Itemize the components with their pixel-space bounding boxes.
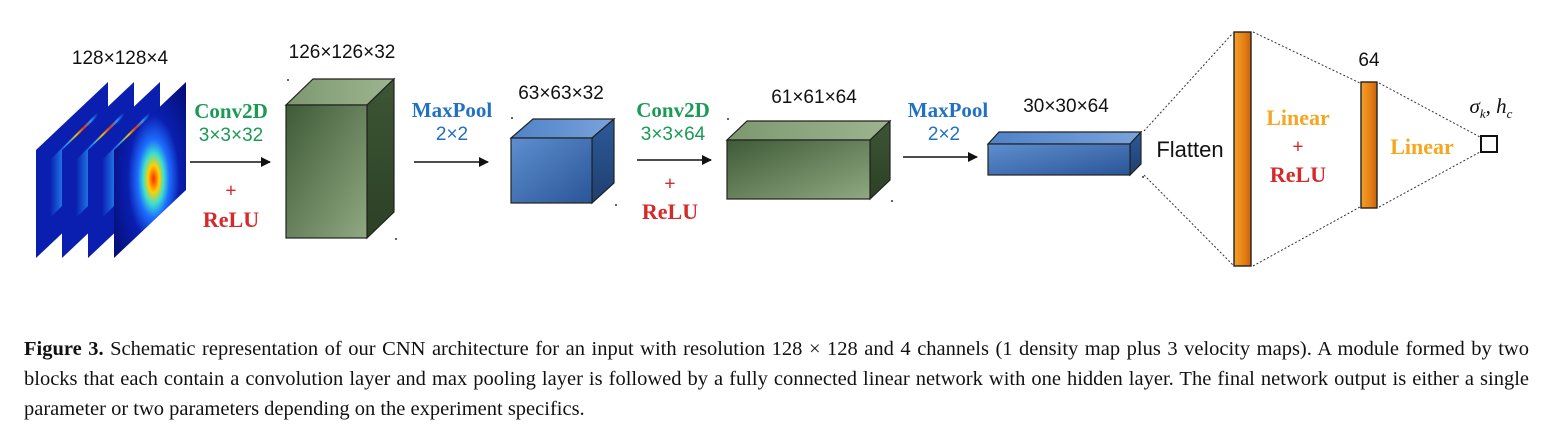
output-sym2: h — [1496, 94, 1507, 118]
pool2-out-dims: 30×30×64 — [1023, 96, 1109, 117]
flatten-connector-top — [1143, 32, 1234, 132]
fc-connector-top — [1252, 31, 1361, 84]
fc2-name: Linear — [1390, 134, 1454, 159]
out-connector-top — [1378, 82, 1481, 138]
output-sep: , — [1486, 94, 1497, 118]
input-dims-label: 128×128×4 — [72, 48, 169, 69]
conv2-name: Conv2D — [636, 98, 710, 122]
hidden-size-label: 64 — [1358, 50, 1380, 71]
output-sym1: σ — [1470, 94, 1482, 118]
conv1-output-block — [284, 77, 396, 240]
pool2-name: MaxPool — [908, 98, 989, 122]
corner-dot — [395, 238, 397, 240]
corner-dot — [287, 79, 289, 81]
output-sub1: k — [1480, 106, 1486, 121]
conv1-kernel: 3×3×32 — [199, 125, 263, 146]
output-node — [1480, 135, 1498, 153]
conv2-act: ReLU — [642, 199, 698, 224]
corner-dot — [727, 118, 729, 120]
conv1-name: Conv2D — [194, 99, 268, 123]
corner-dot — [615, 204, 617, 206]
pool2-size: 2×2 — [928, 124, 960, 145]
conv2-output-block — [725, 119, 892, 201]
fc1-act: ReLU — [1270, 162, 1326, 187]
conv1-out-dims: 126×126×32 — [289, 42, 396, 63]
fc1-bar — [1233, 31, 1252, 267]
figure-caption: Figure 3. Schematic representation of ou… — [24, 334, 1529, 424]
input-map-4 — [114, 82, 186, 258]
corner-dot — [511, 117, 513, 119]
conv1-act: ReLU — [203, 207, 259, 232]
flatten-label: Flatten — [1156, 137, 1223, 162]
input-maps-stack — [36, 82, 186, 258]
pool2-output-block — [986, 130, 1143, 177]
caption-label: Figure 3. — [24, 338, 104, 360]
flatten-connector-bottom — [1143, 174, 1234, 266]
fc-connector-bottom — [1252, 206, 1361, 267]
pool1-name: MaxPool — [412, 98, 493, 122]
caption-text: Schematic representation of our CNN arch… — [24, 338, 1529, 420]
pool1-size: 2×2 — [436, 124, 468, 145]
cnn-architecture-diagram: 128×128×4 Conv2D 3×3×32 + ReLU 126×126×3… — [36, 31, 1513, 267]
corner-dot — [1142, 176, 1144, 178]
pool1-out-dims: 63×63×32 — [518, 83, 604, 104]
conv2-out-dims: 61×61×64 — [771, 87, 857, 108]
conv1-plus: + — [225, 180, 236, 202]
fc1-plus: + — [1292, 136, 1303, 158]
corner-dot — [891, 200, 893, 202]
fc2-bar — [1360, 81, 1378, 209]
conv2-plus: + — [664, 173, 675, 195]
out-connector-bottom — [1378, 151, 1481, 208]
fc1-name: Linear — [1266, 105, 1330, 130]
conv2-kernel: 3×3×64 — [641, 124, 706, 145]
output-sub2: c — [1507, 106, 1513, 121]
pool1-output-block — [509, 117, 616, 205]
output-label: σk, hc — [1470, 94, 1513, 121]
